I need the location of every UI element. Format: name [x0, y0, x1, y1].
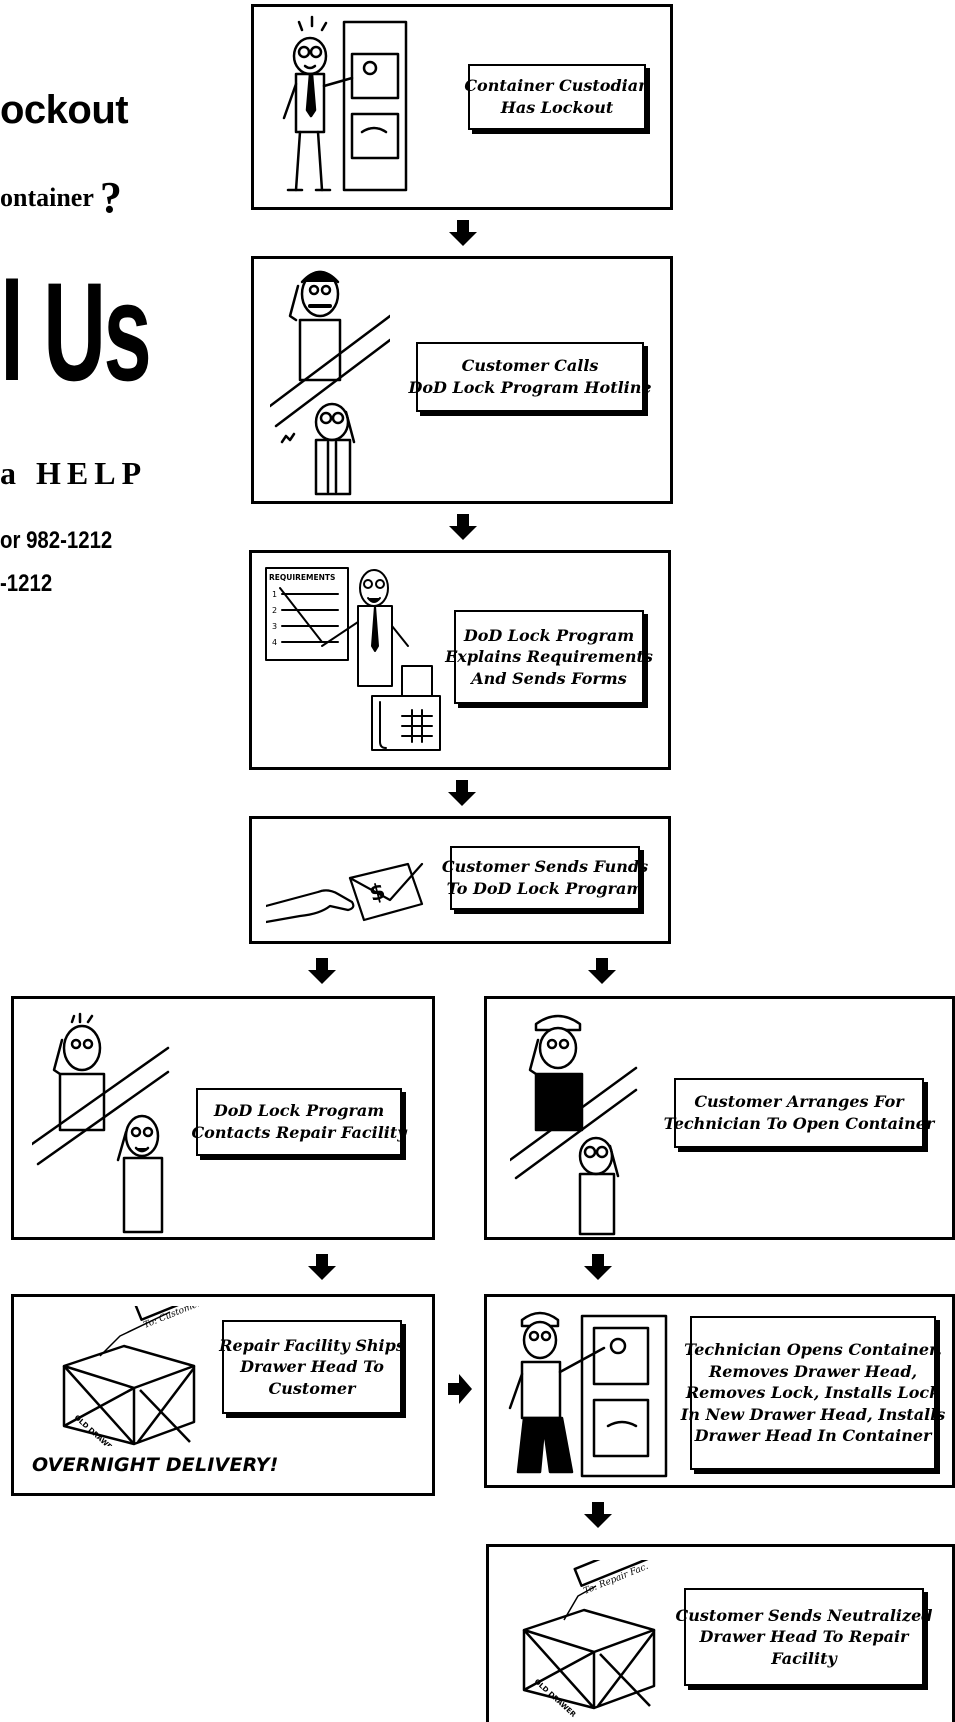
- step-text-line: Customer Sends Funds: [441, 857, 649, 877]
- step-text-line: Drawer Head To Repair: [699, 1627, 909, 1647]
- custodian-container-illustration: [282, 15, 408, 192]
- step-label-sends-neutralized: Customer Sends Neutralized Drawer Head T…: [676, 1588, 932, 1686]
- svg-text:$: $: [367, 879, 388, 907]
- step-text-line: In New Drawer Head, Installs: [680, 1404, 946, 1424]
- arrow-down-left-2: [308, 1254, 336, 1280]
- arrow-down-right-3: [584, 1502, 612, 1528]
- phone-line-1: or 982-1212: [0, 527, 113, 554]
- phone-line-2: -1212: [0, 570, 53, 597]
- arrow-down-2: [449, 514, 477, 540]
- step-text-line: Repair Facility Ships: [219, 1335, 405, 1355]
- step-text-line: Has Lockout: [500, 98, 614, 117]
- step-text-line: Contacts Repair Facility: [191, 1123, 407, 1142]
- step-text-line: DoD Lock Program: [463, 625, 635, 645]
- arrow-down-right-2: [584, 1254, 612, 1280]
- help-heading: a HELP: [0, 455, 148, 491]
- req-number: 2: [272, 606, 277, 615]
- container-text: ontainer: [0, 183, 94, 212]
- step-text-line: Customer: [268, 1378, 356, 1398]
- technician-phone-illustration: [510, 1014, 638, 1236]
- arrow-down-3: [448, 780, 476, 806]
- arrow-right: [448, 1374, 472, 1404]
- phone-call-illustration: [32, 1012, 170, 1234]
- shipping-crate-illustration: To: Repair Fac. OLD DRAWER: [522, 1560, 656, 1719]
- shipping-crate-illustration: To: Customer OLD DRAWER: [62, 1306, 204, 1446]
- step-label-contacts-repair: DoD Lock Program Contacts Repair Facilit…: [191, 1088, 407, 1156]
- arrow-down-1: [449, 220, 477, 246]
- req-number: 1: [272, 590, 277, 599]
- step-label-technician-opens: Technician Opens Container, Removes Draw…: [681, 1316, 945, 1470]
- step-label-explains-requirements: DoD Lock Program Explains Requirements A…: [445, 610, 653, 704]
- step-text-line: Explains Requirements: [445, 647, 653, 667]
- phone-call-illustration: [270, 270, 390, 496]
- requirements-label: REQUIREMENTS: [269, 573, 335, 582]
- step-text-line: Removes Drawer Head,: [708, 1361, 918, 1381]
- step-label-custodian-lockout: Container Custodian Has Lockout: [464, 64, 650, 130]
- step-label-customer-calls: Customer Calls DoD Lock Program Hotline: [408, 342, 652, 412]
- step-text-line: Container Custodian: [464, 76, 650, 96]
- question-mark: ?: [99, 173, 122, 222]
- step-text-line: Drawer Head In Container: [694, 1426, 932, 1446]
- hand-envelope-illustration: $: [266, 862, 424, 924]
- arrow-down-right-branch: [588, 958, 616, 984]
- call-us-heading: l Us: [0, 253, 152, 410]
- overnight-delivery-text: OVERNIGHT DELIVERY!: [32, 1454, 279, 1476]
- arrow-down-left-branch: [308, 958, 336, 984]
- step-text-line: Drawer Head To: [240, 1357, 384, 1377]
- container-question: ontainer ?: [0, 166, 122, 222]
- step-text-line: Technician To Open Container: [663, 1114, 935, 1133]
- step-text-line: Technician Opens Container,: [684, 1340, 942, 1360]
- step-text-line: Customer Arranges For: [694, 1092, 904, 1112]
- step-text-line: DoD Lock Program Hotline: [408, 378, 652, 397]
- step-text-line: Removes Lock, Installs Lock: [685, 1383, 941, 1403]
- step-label-ships-drawer-head: Repair Facility Ships Drawer Head To Cus…: [219, 1320, 405, 1414]
- step-text-line: DoD Lock Program: [213, 1101, 385, 1121]
- lockout-heading: ockout: [0, 88, 129, 132]
- step-text-line: Customer Calls: [461, 356, 599, 376]
- req-number: 3: [272, 622, 277, 631]
- technician-container-illustration: [508, 1311, 668, 1478]
- step-label-arranges-technician: Customer Arranges For Technician To Open…: [664, 1078, 934, 1148]
- step-text-line: And Sends Forms: [471, 668, 627, 688]
- step-label-sends-funds: Customer Sends Funds To DoD Lock Program: [442, 846, 648, 910]
- step-text-line: Facility: [771, 1648, 837, 1668]
- step-text-line: To DoD Lock Program: [446, 879, 644, 898]
- requirements-board-illustration: REQUIREMENTS 1 2 3 4: [265, 567, 441, 751]
- req-number: 4: [272, 638, 277, 647]
- step-text-line: Customer Sends Neutralized: [675, 1605, 933, 1625]
